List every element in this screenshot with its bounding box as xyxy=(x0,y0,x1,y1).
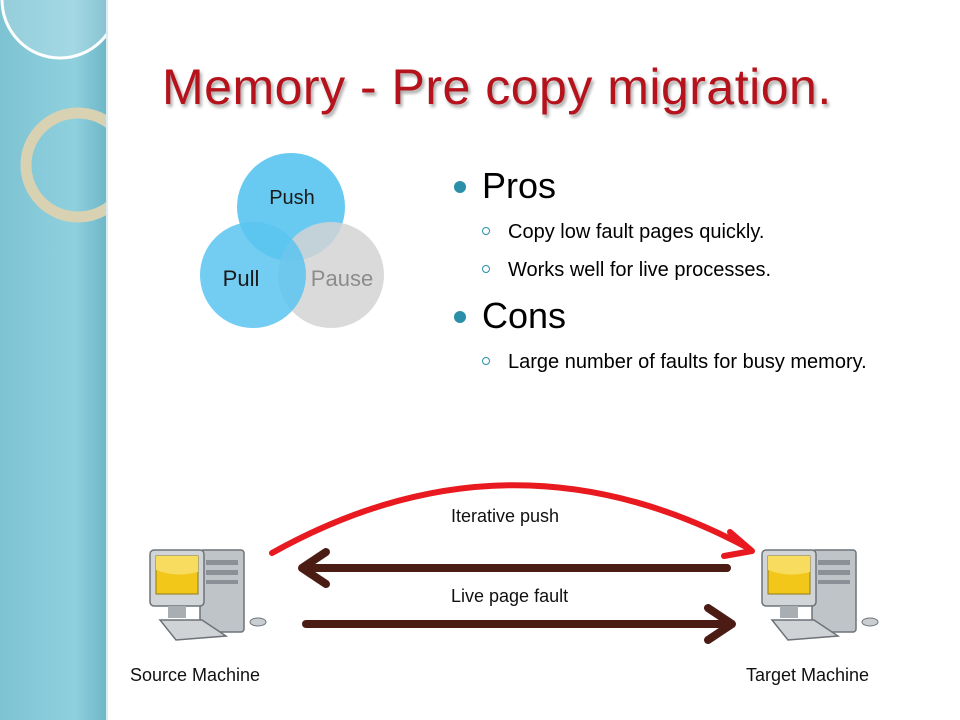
bullet-pros: Pros xyxy=(452,164,922,208)
bullet-dot-icon xyxy=(454,181,466,193)
bullet-list: Pros Copy low fault pages quickly. Works… xyxy=(452,158,922,376)
bullet-dot-icon xyxy=(454,311,466,323)
pros-item-text: Works well for live processes. xyxy=(508,259,772,281)
cons-item-text: Large number of faults for busy memory. xyxy=(508,351,867,373)
bullet-cons: Cons xyxy=(452,294,922,338)
iterative-push-arrow xyxy=(269,482,751,556)
return-arrowhead xyxy=(298,548,330,588)
live-page-fault-arrowhead xyxy=(704,604,736,644)
venn-label-push: Push xyxy=(269,187,315,209)
target-machine-label: Target Machine xyxy=(746,665,870,685)
venn-circle-pull xyxy=(200,222,306,328)
source-computer-icon xyxy=(149,549,267,641)
sub-bullet-ring-icon xyxy=(482,357,490,365)
decorative-ring-top xyxy=(0,0,106,60)
pros-heading: Pros xyxy=(482,165,557,206)
venn-label-pause: Pause xyxy=(311,266,373,291)
venn-circle-pause xyxy=(278,222,384,328)
decorative-ring-middle xyxy=(20,107,106,223)
iterative-push-label: Iterative push xyxy=(451,506,560,526)
decorative-rings xyxy=(0,0,106,223)
iterative-push-arrowhead xyxy=(721,529,755,559)
target-computer-icon xyxy=(761,549,879,641)
pros-item: Works well for live processes. xyxy=(452,256,922,284)
pros-item-text: Copy low fault pages quickly. xyxy=(508,221,765,243)
cons-item: Large number of faults for busy memory. xyxy=(452,348,922,376)
live-page-fault-label: Live page fault xyxy=(451,586,569,606)
sub-bullet-ring-icon xyxy=(482,265,490,273)
source-machine-label: Source Machine xyxy=(130,665,261,685)
venn-label-pull: Pull xyxy=(223,266,260,291)
slide-title: Memory - Pre copy migration. xyxy=(162,59,832,115)
pros-item: Copy low fault pages quickly. xyxy=(452,218,922,246)
decorative-side-band xyxy=(0,0,108,720)
sub-bullet-ring-icon xyxy=(482,227,490,235)
cons-heading: Cons xyxy=(482,295,567,336)
